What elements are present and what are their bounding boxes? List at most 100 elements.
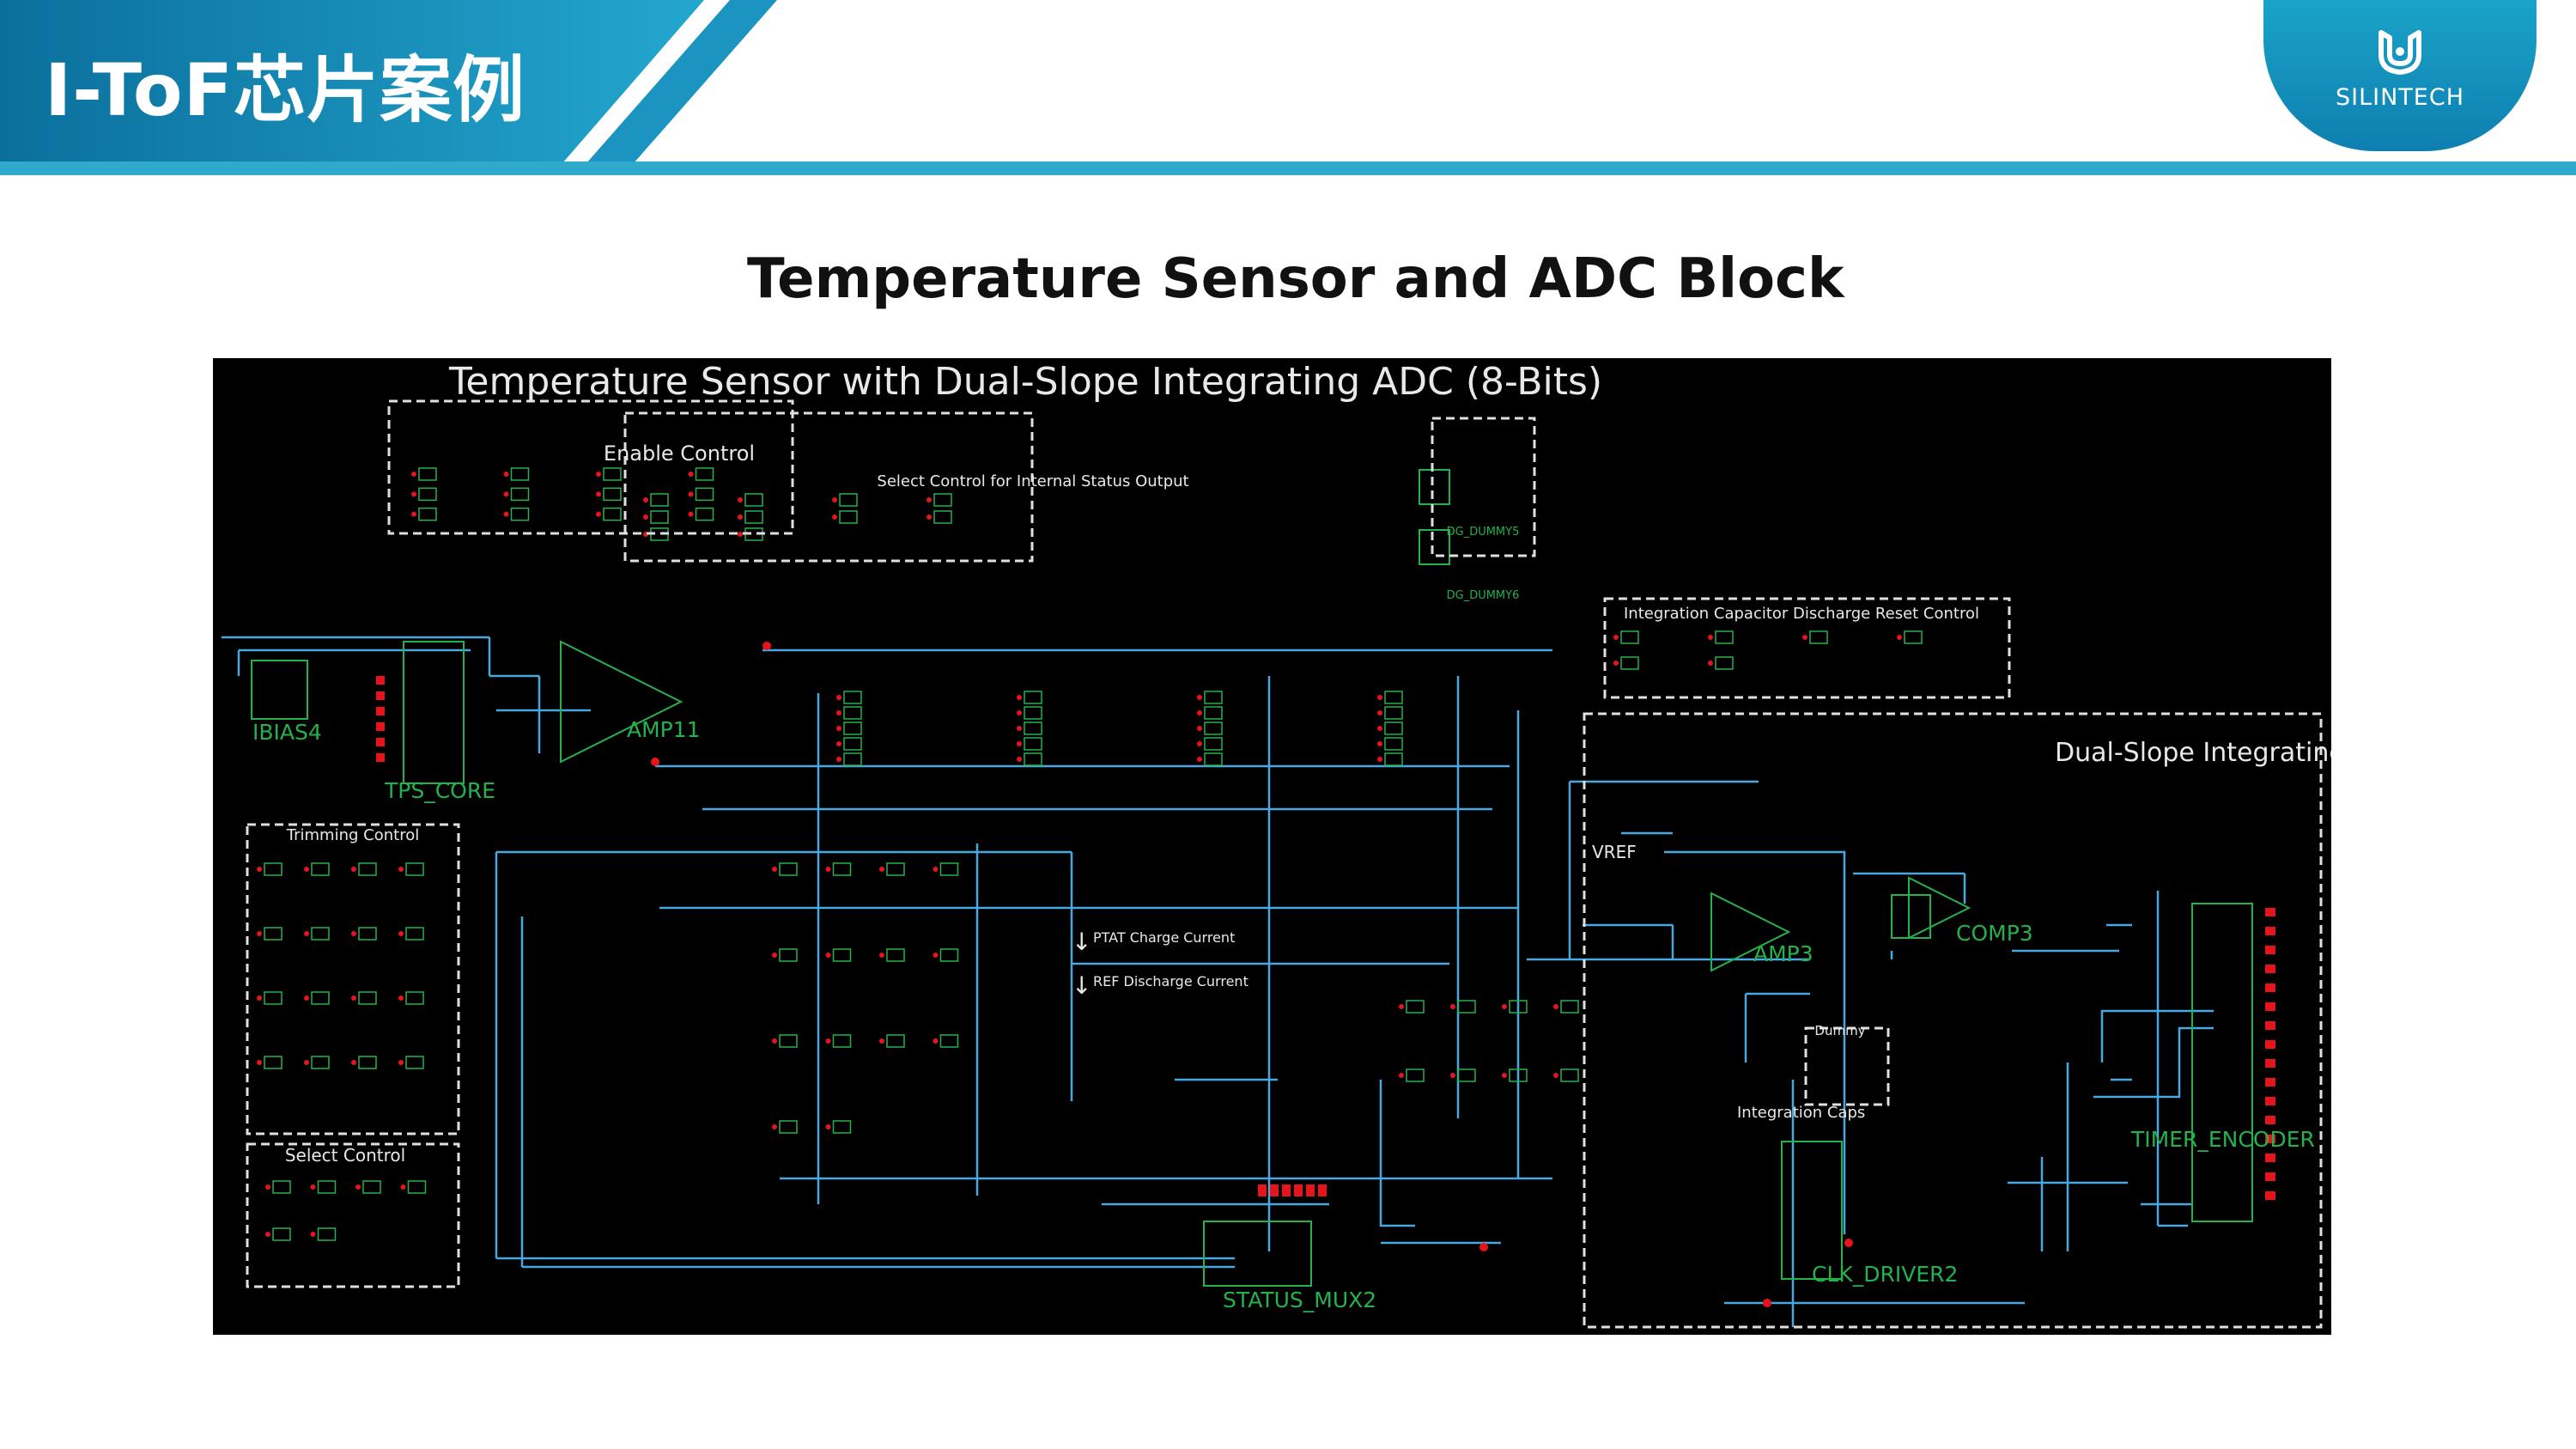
pin-marker [1708,661,1713,666]
pin-marker [933,867,939,872]
device-symbol [272,1180,291,1194]
header-band-slash [586,0,777,163]
pin-marker [1377,710,1382,715]
device-symbol [650,510,669,524]
annotation-ref-arrow: ↓ [1072,971,1091,1000]
device-symbol [510,487,530,502]
block-label-dg-dummy5: DG_DUMMY5 [1447,526,1520,539]
pin-marker [1450,1004,1455,1009]
annotation-vref: VREF [1592,842,1637,862]
pin-marker [1258,1184,1267,1196]
device-symbol [603,487,622,502]
header-accent-stripe [0,161,2576,175]
pin-marker [825,1124,831,1129]
block-label-status-mux2: STATUS_MUX2 [1223,1288,1376,1312]
pin-marker [1377,726,1382,731]
pin-marker [879,1038,884,1044]
pin-marker [2265,965,2275,973]
device-symbol [832,948,852,962]
wire-path [1664,850,1846,1234]
device-symbol [317,1180,337,1194]
pin-marker [1306,1184,1315,1196]
silintech-logo-icon [2379,30,2421,75]
group-label-dummy: Dummy [1814,1023,1865,1038]
pin-marker [1399,1073,1404,1078]
pin-marker [304,867,309,872]
device-symbol [695,487,714,502]
device-symbol [843,706,862,720]
pin-marker [2265,946,2275,954]
device-symbol [1024,752,1042,766]
pin-marker [398,867,404,872]
device-symbol [1457,1068,1476,1082]
device-symbol [1384,691,1403,704]
device-symbol [939,1034,959,1048]
pin-marker [257,931,262,936]
device-symbol [650,493,669,507]
device-symbol [264,1056,283,1069]
pin-marker [825,867,831,872]
block-symbol [1781,1141,1843,1280]
pin-marker [1017,757,1022,762]
pin-marker [651,758,659,766]
block-label-dg-dummy6: DG_DUMMY6 [1447,589,1520,602]
pin-marker [688,491,694,497]
device-symbol [1204,752,1223,766]
pin-marker [411,472,416,477]
block-label-tps-core: TPS_CORE [384,778,495,803]
brand-name: SILINTECH [2335,84,2464,111]
pin-marker [411,511,416,517]
pin-marker [836,741,841,746]
device-symbol [1024,691,1042,704]
schematic-group-frames [246,399,2323,1329]
annotation-ptat: PTAT Charge Current [1093,929,1235,946]
pin-marker [596,472,601,477]
device-symbol [1620,656,1639,670]
annotation-integration-caps: Integration Caps [1737,1104,1865,1122]
pin-marker [1377,741,1382,746]
device-symbol [1406,1068,1425,1082]
pin-marker [836,726,841,731]
device-symbol [418,507,437,521]
pin-marker [310,1184,316,1190]
pin-marker [1802,635,1807,640]
pin-marker [772,953,777,958]
brand-logo-badge: SILINTECH [2263,0,2537,151]
block-label-amp3: AMP3 [1753,941,1814,966]
pin-marker [411,491,416,497]
pin-marker [1553,1004,1558,1009]
pin-marker [836,695,841,700]
device-symbol [779,1034,798,1048]
device-symbol [886,1034,905,1048]
device-symbol [1457,1000,1476,1014]
block-symbol [1203,1221,1312,1287]
wire-path [2093,1026,2214,1099]
device-symbol [695,467,714,481]
device-symbol [1809,630,1828,644]
block-label-ibias4: IBIAS4 [252,720,322,745]
pin-marker [596,491,601,497]
device-symbol [1024,706,1042,720]
device-symbol [1904,630,1923,644]
schematic-drawing: Temperature Sensor with Dual-Slope Integ… [222,360,2331,1329]
device-symbol [1384,706,1403,720]
pin-marker [257,867,262,872]
pin-marker [355,1184,361,1190]
device-symbol [405,991,424,1005]
pin-marker [1017,726,1022,731]
device-symbol [1715,656,1734,670]
device-symbol [264,991,283,1005]
pin-marker [1613,661,1619,666]
pin-marker [879,953,884,958]
device-symbol [405,1056,424,1069]
pin-marker [2265,1097,2275,1105]
pin-marker [376,753,385,762]
pin-marker [2265,1116,2275,1124]
header-band-main [0,0,704,163]
pin-marker [1197,757,1202,762]
pin-marker [772,1124,777,1129]
device-symbol [358,927,377,941]
pin-marker [376,722,385,731]
wire-path [1379,1080,1415,1227]
device-symbol [1406,1000,1425,1014]
